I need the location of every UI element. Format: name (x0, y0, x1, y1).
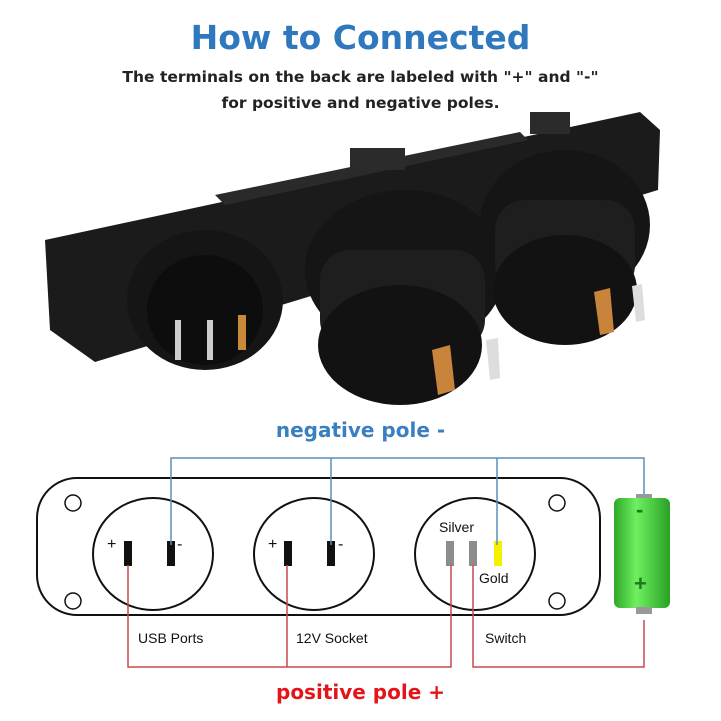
switch-gold-terminal (494, 541, 502, 566)
usb-minus-terminal (167, 541, 175, 566)
silver-label: Silver (439, 519, 475, 535)
positive-pole-label: positive pole + (276, 680, 445, 704)
battery-plus-sign: + (634, 571, 647, 596)
subtitle-line-2: for positive and negative poles. (221, 94, 500, 112)
mount-hole (64, 592, 82, 610)
usb-ports-label: USB Ports (138, 630, 204, 646)
switch-outline (414, 497, 536, 611)
usb-plus-sign: + (107, 536, 117, 553)
battery-minus-sign: - (636, 497, 644, 522)
socket-minus-sign: - (338, 536, 344, 553)
12v-socket-photo (305, 190, 505, 405)
socket-plus-terminal (284, 541, 292, 566)
switch-photo (480, 150, 650, 345)
usb-socket-photo (127, 230, 283, 370)
usb-ports-outline (92, 497, 214, 611)
page-title: How to Connected (190, 18, 531, 57)
negative-wires (170, 457, 645, 545)
positive-wires (127, 565, 645, 668)
12v-socket-outline (253, 497, 375, 611)
socket-minus-terminal (327, 541, 335, 566)
gold-label: Gold (479, 570, 509, 586)
switch-silver-terminal (469, 541, 477, 566)
mount-hole (548, 494, 566, 512)
socket-plus-sign: + (268, 536, 278, 553)
battery-icon (614, 494, 670, 614)
switch-label: Switch (485, 630, 527, 646)
subtitle-line-1: The terminals on the back are labeled wi… (122, 68, 599, 86)
12v-socket-label: 12V Socket (296, 630, 368, 646)
mount-hole (548, 592, 566, 610)
usb-plus-terminal (124, 541, 132, 566)
negative-pole-label: negative pole - (275, 418, 446, 442)
panel-outline (36, 477, 601, 616)
switch-silver-terminal (446, 541, 454, 566)
usb-minus-sign: - (177, 536, 183, 553)
mount-clip (350, 148, 405, 170)
mount-hole (64, 494, 82, 512)
